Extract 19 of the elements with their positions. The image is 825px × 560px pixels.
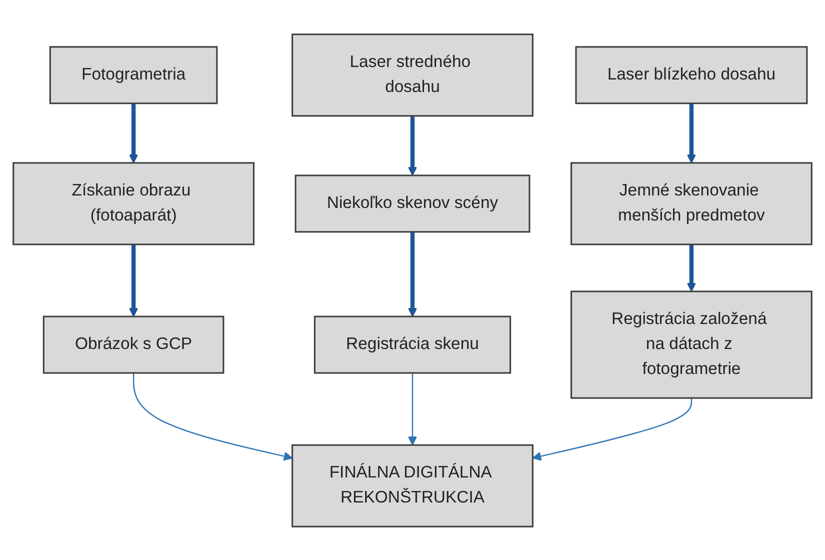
- arrow: [686, 244, 696, 292]
- node-box: Fotogrametria: [49, 46, 218, 104]
- arrow: [128, 102, 138, 163]
- node-box: Laser blízkeho dosahu: [575, 46, 808, 104]
- arrow: [686, 102, 696, 163]
- node-box: Jemné skenovanie menších predmetov: [570, 162, 812, 245]
- node-box: Registrácia skenu: [314, 315, 512, 374]
- arrow: [128, 244, 138, 316]
- node-box: Laser stredného dosahu: [292, 33, 534, 116]
- arrow: [408, 231, 418, 316]
- node-box: FINÁLNA DIGITÁLNA REKONŠTRUKCIA: [292, 444, 534, 527]
- node-box: Obrázok s GCP: [42, 315, 224, 374]
- arrow: [132, 372, 293, 460]
- arrow: [532, 398, 692, 460]
- arrow: [408, 115, 418, 176]
- node-box: Získanie obrazu (fotoaparát): [12, 162, 254, 245]
- node-box: Niekoľko skenov scény: [294, 174, 530, 232]
- node-box: Registrácia založená na dátach z fotogrametrie: [570, 290, 812, 398]
- arrow: [408, 372, 418, 446]
